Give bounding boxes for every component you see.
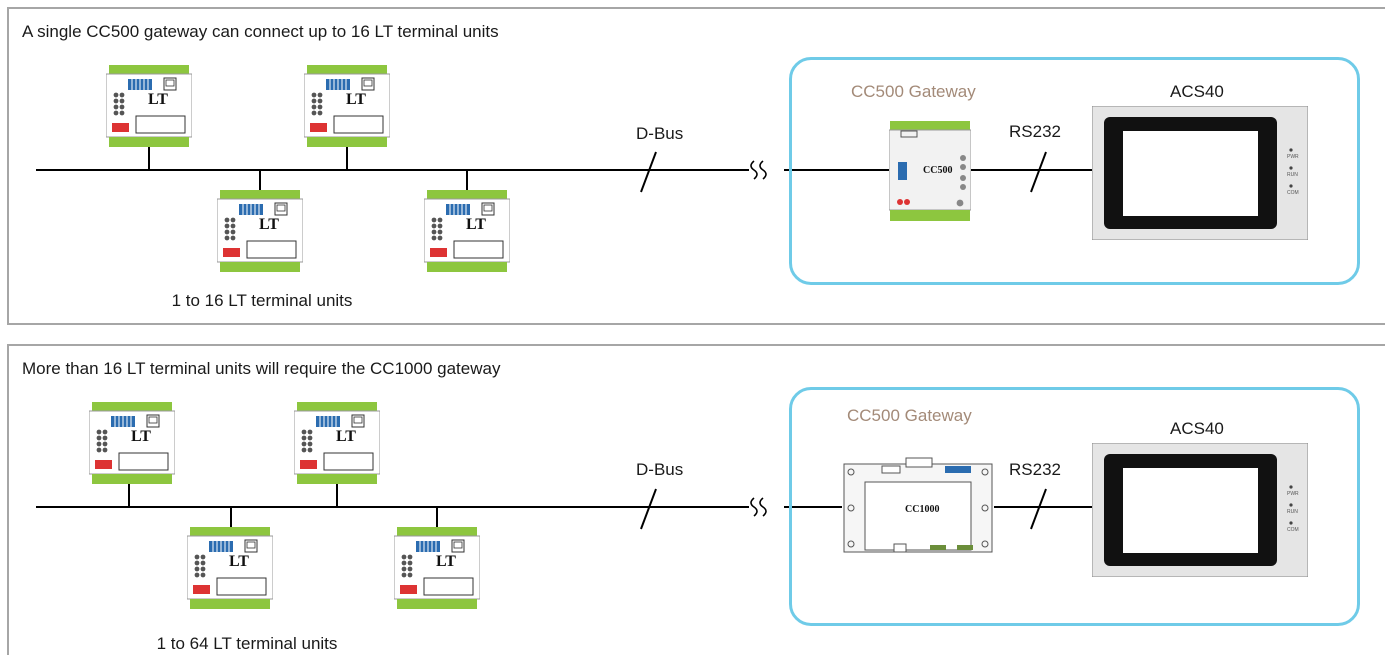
lt-terminal-unit: LT xyxy=(217,190,303,272)
gateway-frame xyxy=(789,387,1360,626)
gateway-label: CC500 Gateway xyxy=(851,82,976,101)
lt-terminal-unit: LT xyxy=(187,527,273,609)
indicator-pwr: PWR xyxy=(1287,154,1299,160)
display-label: ACS40 xyxy=(1170,82,1224,101)
lt-terminal-unit: LT xyxy=(89,402,175,484)
bus-wiring xyxy=(36,484,1092,530)
bus-break-icon xyxy=(750,160,758,180)
indicator-com: COM xyxy=(1287,190,1299,196)
cc500-gateway-device: CC500 xyxy=(889,121,971,221)
gateway-device-text: CC1000 xyxy=(905,504,940,515)
panel-title: A single CC500 gateway can connect up to… xyxy=(22,22,499,41)
serial-label: RS232 xyxy=(1009,122,1061,141)
acs40-display: PWR RUN COM xyxy=(1092,443,1308,577)
indicator-pwr: PWR xyxy=(1287,491,1299,497)
acs40-display: PWR RUN COM xyxy=(1092,106,1308,240)
gateway-frame xyxy=(789,57,1360,285)
lt-terminal-unit: LT xyxy=(304,65,390,147)
gateway-device-text: CC500 xyxy=(923,165,953,176)
lt-label: LT xyxy=(346,91,366,108)
bus-wiring xyxy=(36,147,1092,193)
bus-label: D-Bus xyxy=(636,460,684,479)
indicator-run: RUN xyxy=(1287,509,1298,515)
cc1000-gateway-device: CC1000 xyxy=(842,456,994,558)
lt-label: LT xyxy=(466,216,486,233)
lt-terminal-unit: LT xyxy=(394,527,480,609)
bus-break-icon xyxy=(750,497,758,517)
serial-label: RS232 xyxy=(1009,460,1061,479)
lt-label: LT xyxy=(336,428,356,445)
lt-label: LT xyxy=(436,553,456,570)
bus-label: D-Bus xyxy=(636,124,684,143)
serial-slash-mark xyxy=(1030,488,1047,530)
panel-cc500: A single CC500 gateway can connect up to… xyxy=(7,7,1385,325)
lt-label: LT xyxy=(259,216,279,233)
gateway-label: CC500 Gateway xyxy=(847,406,972,425)
lt-label: LT xyxy=(131,428,151,445)
panel-title: More than 16 LT terminal units will requ… xyxy=(22,359,501,378)
bus-slash-mark xyxy=(640,488,657,530)
indicator-run: RUN xyxy=(1287,172,1298,178)
units-caption: 1 to 16 LT terminal units xyxy=(171,291,353,310)
display-label: ACS40 xyxy=(1170,419,1224,438)
bus-slash-mark xyxy=(640,151,657,193)
lt-terminal-unit: LT xyxy=(424,190,510,272)
lt-terminal-unit: LT xyxy=(294,402,380,484)
indicator-com: COM xyxy=(1287,527,1299,533)
lt-label: LT xyxy=(229,553,249,570)
lt-label: LT xyxy=(148,91,168,108)
serial-slash-mark xyxy=(1030,151,1047,193)
panel-cc1000: More than 16 LT terminal units will requ… xyxy=(7,344,1385,655)
units-caption: 1 to 64 LT terminal units xyxy=(156,634,338,653)
lt-terminal-unit: LT xyxy=(106,65,192,147)
